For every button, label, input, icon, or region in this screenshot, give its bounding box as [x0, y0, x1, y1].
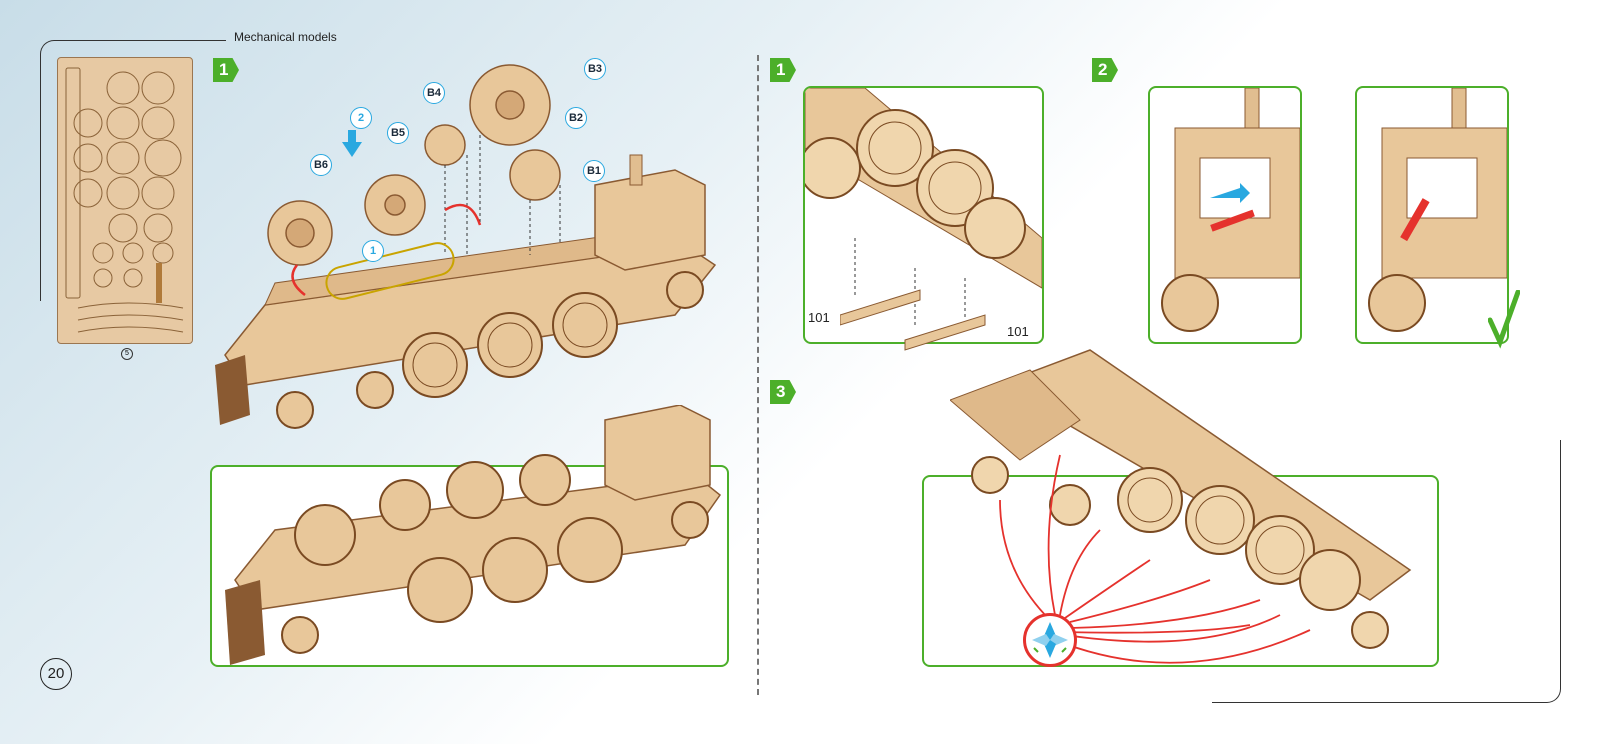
header-frame-line [40, 40, 226, 301]
gear-icon [1032, 622, 1068, 658]
step-2-box-a [1148, 86, 1302, 344]
callout-b1: B1 [583, 160, 605, 182]
part-label-101-right: 101 [1007, 324, 1029, 339]
step-2-box-b [1355, 86, 1509, 344]
lubrication-arrows [999, 454, 1311, 664]
sub-step-2: 2 [350, 107, 372, 129]
sub-step-1: 1 [362, 240, 384, 262]
step-1-box [803, 86, 1044, 344]
callout-b2: B2 [565, 107, 587, 129]
part-label-101-left: 101 [808, 310, 830, 325]
check-icon [1488, 290, 1520, 349]
step-2-cab-illustration-a [1161, 88, 1300, 332]
section-title: Mechanical models [234, 30, 337, 44]
right-frame-line [1212, 440, 1561, 703]
lubricant-badge [1023, 613, 1077, 667]
step-3-locomotive-illustration [950, 349, 1412, 649]
page-divider [757, 55, 759, 695]
right-step-1-badge: 1 [770, 58, 796, 82]
page-number: 20 [40, 658, 72, 690]
callout-b6: B6 [310, 154, 332, 176]
callout-b3: B3 [584, 58, 606, 80]
right-step-3-badge: 3 [770, 380, 796, 404]
callout-b5: B5 [387, 122, 409, 144]
callout-b4: B4 [423, 82, 445, 104]
locomotive-assembled-illustration [225, 405, 722, 665]
parts-sheet [57, 57, 193, 344]
down-arrow-icon [342, 130, 362, 157]
sheet-marker: 5 [121, 348, 133, 360]
rotate-arrow-icon [291, 264, 306, 296]
parts-sheet-drawing [65, 67, 184, 333]
step-2-cab-illustration-b [1368, 88, 1507, 332]
step-1-wheels-illustration [805, 88, 1042, 328]
part-101-pieces [840, 289, 986, 351]
right-step-2-badge: 2 [1092, 58, 1118, 82]
locomotive-exploded-illustration [215, 64, 717, 429]
rotate-arrow-icon [444, 203, 482, 226]
